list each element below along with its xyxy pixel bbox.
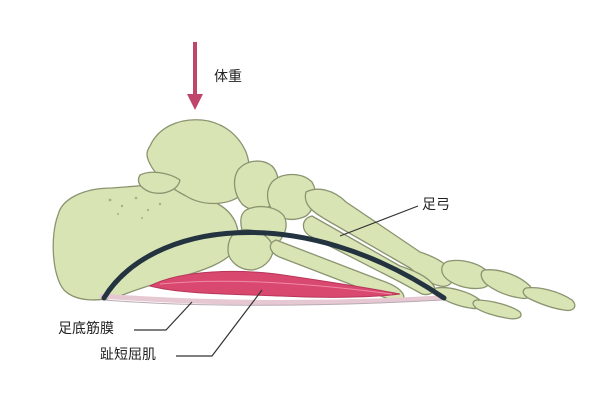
plantar-fascia-label: 足底筋膜: [58, 321, 114, 337]
plantar-fascia-leader-line: [134, 301, 193, 331]
plantar-fascia: [99, 293, 443, 305]
flexor-digitorum-brevis-label: 趾短屈肌: [100, 347, 156, 363]
body-weight-label: 体重: [214, 69, 242, 85]
body-weight-arrow: [187, 42, 203, 110]
cuneiform-bone: [266, 173, 317, 221]
flexor-digitorum-brevis-muscle: [148, 270, 401, 298]
leader-lines: [134, 205, 419, 357]
foot-arch-leader-line: [339, 205, 419, 237]
foot-arch-curve: [101, 230, 447, 301]
flexor-leader-line: [176, 289, 263, 357]
bone-texture: [108, 196, 162, 219]
foot-arch-label: 足弓: [422, 197, 450, 213]
phalanx-bone: [441, 259, 492, 290]
